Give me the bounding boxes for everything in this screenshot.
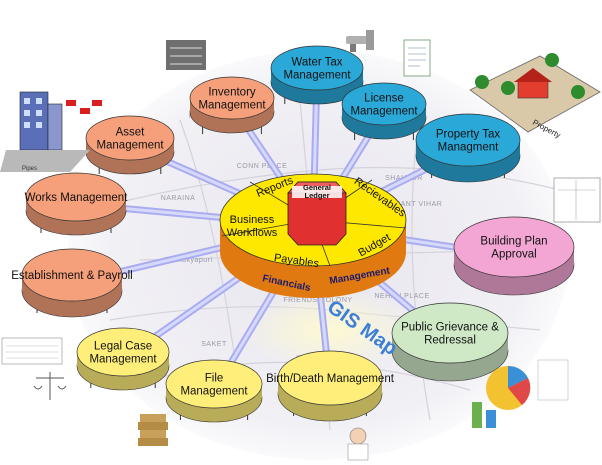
module-label-works-management: Works Management (25, 192, 128, 204)
disc-top (85, 115, 175, 161)
financials-hub: General Ledger Reports Business Workflow… (219, 173, 408, 298)
disc-top (76, 327, 170, 377)
module-label-line: Public Grievance & (401, 322, 499, 334)
hub-segment-business-line2: Workflows (227, 227, 278, 239)
map-place-name: SAKET (201, 341, 227, 348)
map-place-name: VASANT VIHAR (386, 201, 443, 208)
module-label-line: Redressal (424, 335, 476, 347)
module-label-birth-death-management: Birth/Death Management (266, 373, 395, 385)
file-stack-icon (138, 414, 168, 446)
map-place-name: CONN PLACE (237, 163, 288, 170)
disc-top (21, 248, 123, 302)
module-label-line: License (364, 93, 404, 105)
license-document-icon (403, 39, 431, 77)
module-label-line: Legal Case (94, 341, 152, 353)
nurse-icon (347, 427, 369, 461)
module-label-public-grievance-redressal: Public Grievance &Redressal (401, 322, 499, 347)
module-label-line: Managment (438, 142, 500, 154)
module-label-line: Water Tax (291, 57, 342, 69)
module-public-grievance-redressal[interactable]: Public Grievance &Redressal (391, 302, 509, 382)
disc-top (25, 172, 127, 222)
warehouse-photo (166, 40, 206, 70)
disc-top (189, 76, 275, 120)
scales-of-justice-icon (33, 372, 67, 400)
disc-top (165, 359, 263, 409)
module-label-line: Birth/Death Management (266, 373, 395, 385)
map-place-name: NEHRU PLACE (374, 293, 429, 300)
general-ledger-block (287, 181, 347, 246)
module-label-line: Property Tax (436, 129, 501, 141)
general-ledger-label-line2: Ledger (304, 191, 329, 200)
disc-top (391, 302, 509, 364)
module-label-line: Establishment & Payroll (11, 270, 132, 282)
module-label-line: Building Plan (480, 236, 547, 248)
map-place-name: NARAINA (161, 195, 196, 202)
module-label-line: Approval (491, 249, 536, 261)
general-ledger-label-line1: General (303, 183, 331, 192)
hub-segment-business-line1: Business (230, 214, 275, 226)
disc-top (277, 350, 383, 406)
property-illustration: Property (469, 53, 601, 140)
map-place-name: Chanakyapuri (163, 257, 212, 264)
module-label-line: Management (180, 386, 248, 398)
module-label-line: Management (198, 100, 266, 112)
module-works-management[interactable]: Works Management (25, 172, 128, 236)
module-label-line: Inventory (208, 87, 256, 99)
module-label-line: Management (89, 354, 157, 366)
building-plan-drawing (553, 177, 601, 223)
pie-chart-report (472, 359, 569, 428)
module-label-line: Management (283, 70, 351, 82)
module-establishment-payroll[interactable]: Establishment & Payroll (11, 248, 133, 318)
module-label-line: Works Management (25, 192, 128, 204)
module-label-line: Management (96, 140, 164, 152)
water-tap-icon (346, 30, 374, 52)
disc-top (453, 216, 575, 278)
module-birth-death-management[interactable]: Birth/Death Management (266, 350, 395, 422)
module-label-line: Management (350, 106, 418, 118)
module-label-establishment-payroll: Establishment & Payroll (11, 270, 132, 282)
disc-top (270, 45, 364, 91)
building-illustration: Pipes (0, 91, 102, 172)
pipes-label: Pipes (22, 166, 37, 172)
disc-top (415, 113, 521, 167)
module-label-line: File (205, 373, 224, 385)
report-sheet-left (1, 337, 63, 365)
module-label-line: Asset (116, 127, 146, 139)
disc-top (341, 82, 427, 126)
